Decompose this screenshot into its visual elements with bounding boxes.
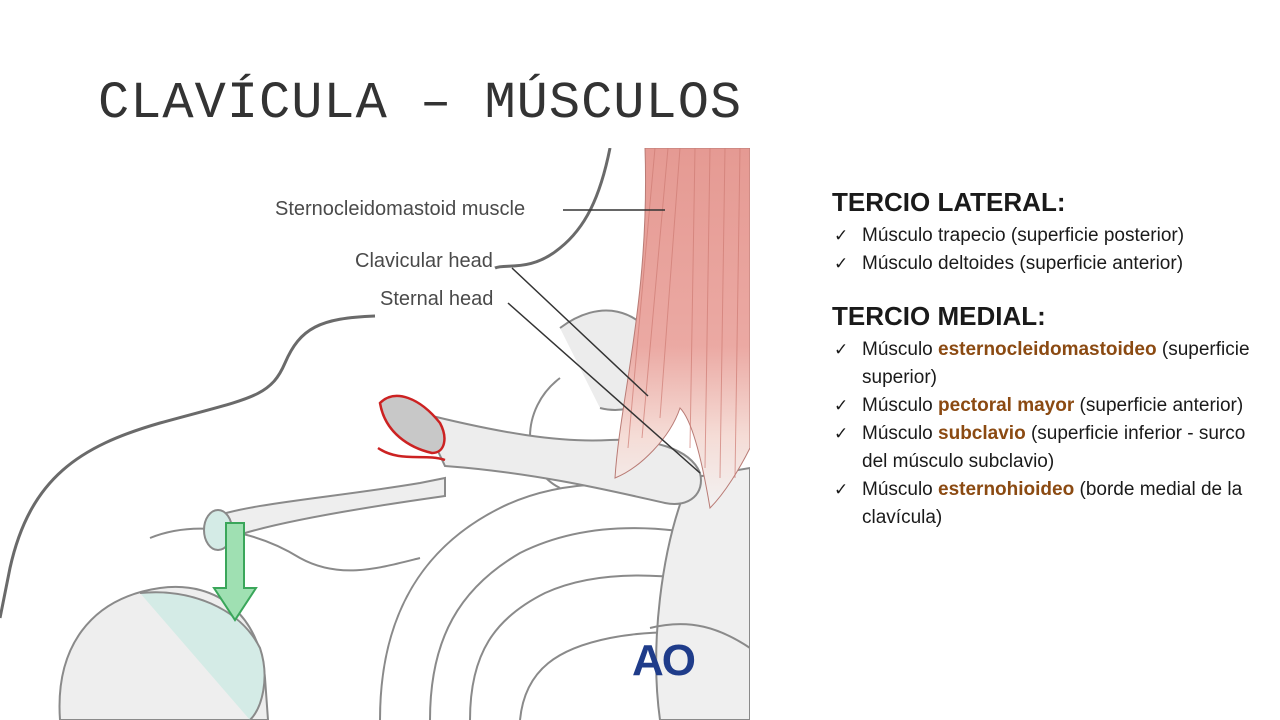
item-text: Músculo deltoides (superficie anterior) — [862, 253, 1184, 274]
item-text: Músculo — [862, 423, 939, 444]
item-text: (borde medial de la clavícula) — [862, 479, 1243, 528]
anatomy-figure: Sternocleidomastoid muscle Clavicular he… — [0, 148, 750, 720]
check-icon: ✓ — [834, 396, 849, 415]
list-item: ✓ Músculo pectoral mayor (superficie ante… — [832, 392, 1262, 420]
check-icon: ✓ — [834, 424, 849, 443]
content-panel: TERCIO LATERAL: ✓ Músculo trapecio (super… — [832, 186, 1262, 532]
ao-logo: AO — [632, 636, 696, 685]
bullet-list: ✓ Músculo trapecio (superficie posterior)… — [832, 222, 1262, 278]
section-heading: TERCIO MEDIAL: — [832, 301, 1046, 331]
item-text: Músculo — [862, 339, 939, 360]
list-item: ✓ Músculo trapecio (superficie posterior) — [832, 222, 1262, 250]
check-icon: ✓ — [834, 340, 849, 359]
label-sternocleidomastoid: Sternocleidomastoid muscle — [275, 198, 526, 220]
check-icon: ✓ — [834, 226, 849, 245]
item-text: (superficie inferior - surco del músculo… — [862, 423, 1246, 472]
label-clavicular-head: Clavicular head — [355, 250, 493, 272]
section-lateral: TERCIO LATERAL: ✓ Músculo trapecio (super… — [832, 186, 1262, 278]
muscle-name: esternohioideo — [938, 479, 1075, 500]
check-icon: ✓ — [834, 480, 849, 499]
section-heading: TERCIO LATERAL: — [832, 187, 1066, 217]
item-text: (superficie anterior) — [1074, 395, 1244, 416]
list-item: ✓ Músculo esternocleidomastoideo (superfi… — [832, 336, 1262, 392]
slide-title: CLAVÍCULA – MÚSCULOS — [98, 74, 743, 133]
item-text: Músculo — [862, 479, 939, 500]
item-text: (superficie superior) — [862, 339, 1250, 388]
list-item: ✓ Músculo subclavio (superficie inferior … — [832, 420, 1262, 476]
muscle-name: esternocleidomastoideo — [938, 339, 1157, 360]
clavicle-illustration — [0, 148, 750, 720]
item-text: Músculo — [862, 395, 939, 416]
list-item: ✓ Músculo deltoides (superficie anterior) — [832, 250, 1262, 278]
bullet-list: ✓ Músculo esternocleidomastoideo (superfi… — [832, 336, 1262, 532]
item-text: Músculo trapecio (superficie posterior) — [862, 225, 1185, 246]
label-sternal-head: Sternal head — [380, 288, 494, 310]
list-item: ✓ Músculo esternohioideo (borde medial de… — [832, 476, 1262, 532]
section-medial: TERCIO MEDIAL: ✓ Músculo esternocleidomas… — [832, 300, 1262, 532]
muscle-name: subclavio — [938, 423, 1026, 444]
check-icon: ✓ — [834, 254, 849, 273]
muscle-name: pectoral mayor — [938, 395, 1075, 416]
